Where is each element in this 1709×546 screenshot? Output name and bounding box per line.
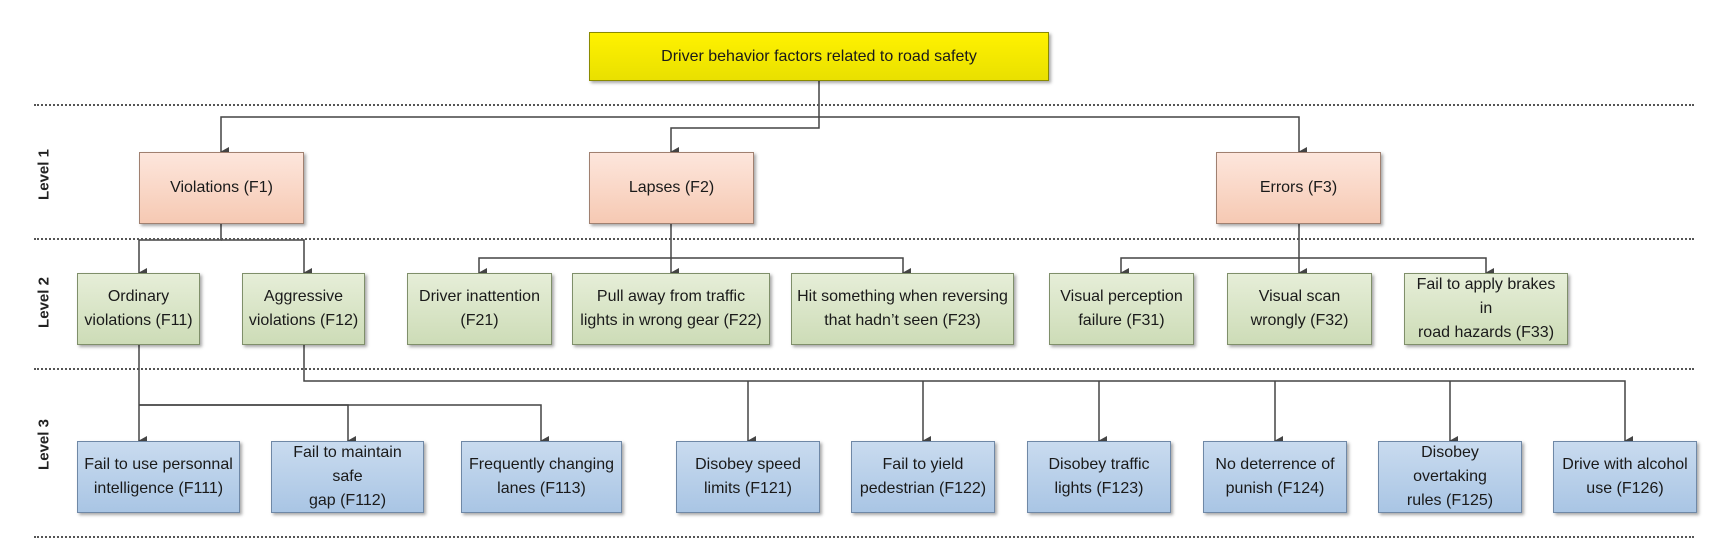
node-F3-label: Errors (F3)	[1259, 179, 1338, 196]
connector-F11-F113	[139, 404, 549, 446]
separator-top	[34, 104, 1694, 106]
connector-F3-F33	[1299, 257, 1494, 278]
node-F111: Fail to use personnal intelligence (F111…	[77, 441, 240, 513]
node-F123-label: Disobey traffic lights (F123)	[1048, 456, 1150, 497]
node-F124: No deterrence of punish (F124)	[1203, 441, 1347, 513]
node-F32-label: Visual scan wrongly (F32)	[1250, 288, 1349, 329]
node-F22-label: Pull away from traffic lights in wrong g…	[580, 288, 762, 329]
node-F1-label: Violations (F1)	[170, 179, 273, 196]
node-F21: Driver inattention (F21)	[407, 273, 552, 345]
node-F113-label: Frequently changing lanes (F113)	[469, 456, 614, 497]
node-F122-label: Fail to yield pedestrian (F122)	[859, 456, 987, 497]
level-3-label: Level 3	[35, 419, 53, 470]
root-node: Driver behavior factors related to road …	[589, 32, 1049, 81]
node-F11: Ordinary violations (F11)	[77, 273, 200, 345]
node-F2-label: Lapses (F2)	[628, 179, 715, 196]
node-F3: Errors (F3)	[1216, 152, 1381, 224]
node-F22: Pull away from traffic lights in wrong g…	[572, 273, 770, 345]
node-F23: Hit something when reversing that hadn’t…	[791, 273, 1014, 345]
node-F126-label: Drive with alcohol use (F126)	[1562, 456, 1688, 497]
separator-bottom	[34, 536, 1694, 538]
separator-level1	[34, 238, 1694, 240]
connector-F2-F23	[671, 257, 911, 278]
node-F122: Fail to yield pedestrian (F122)	[851, 441, 995, 513]
node-F21-label: Driver inattention (F21)	[419, 288, 540, 329]
node-F121: Disobey speed limits (F121)	[676, 441, 820, 513]
connector-F11-F112	[139, 404, 356, 446]
node-F124-label: No deterrence of punish (F124)	[1215, 456, 1335, 497]
connector-root-F3	[819, 116, 1307, 157]
node-F1: Violations (F1)	[139, 152, 304, 224]
node-F12-label: Aggressive violations (F12)	[248, 288, 359, 329]
node-F32: Visual scan wrongly (F32)	[1227, 273, 1372, 345]
node-F125-label: Disobey overtaking rules (F125)	[1406, 444, 1494, 509]
connector-root-F1	[220, 116, 819, 157]
connector-F2-F21	[478, 257, 671, 278]
node-F12: Aggressive violations (F12)	[242, 273, 365, 345]
node-F126: Drive with alcohol use (F126)	[1553, 441, 1697, 513]
node-F123: Disobey traffic lights (F123)	[1027, 441, 1171, 513]
node-F121-label: Disobey speed limits (F121)	[695, 456, 801, 497]
level-1-label: Level 1	[35, 149, 53, 200]
node-F112-label: Fail to maintain safe gap (F112)	[293, 444, 402, 509]
connector-F1-bus	[138, 224, 222, 278]
level-2-label: Level 2	[35, 277, 53, 328]
connector-F1-F12	[221, 239, 312, 278]
separator-level2	[34, 368, 1694, 370]
node-F31-label: Visual perception failure (F31)	[1060, 288, 1183, 329]
node-F31: Visual perception failure (F31)	[1049, 273, 1194, 345]
node-F2: Lapses (F2)	[589, 152, 754, 224]
connector-F3-F31	[1120, 257, 1299, 278]
node-F33: Fail to apply brakes in road hazards (F3…	[1404, 273, 1568, 345]
node-F125: Disobey overtaking rules (F125)	[1378, 441, 1522, 513]
root-node-label: Driver behavior factors related to road …	[661, 47, 977, 65]
node-F112: Fail to maintain safe gap (F112)	[271, 441, 424, 513]
node-F113: Frequently changing lanes (F113)	[461, 441, 622, 513]
node-F11-label: Ordinary violations (F11)	[84, 288, 193, 329]
node-F33-label: Fail to apply brakes in road hazards (F3…	[1416, 276, 1556, 341]
node-F111-label: Fail to use personnal intelligence (F111…	[84, 456, 233, 497]
node-F23-label: Hit something when reversing that hadn’t…	[797, 288, 1008, 329]
connector-F12-bus	[303, 345, 1633, 446]
